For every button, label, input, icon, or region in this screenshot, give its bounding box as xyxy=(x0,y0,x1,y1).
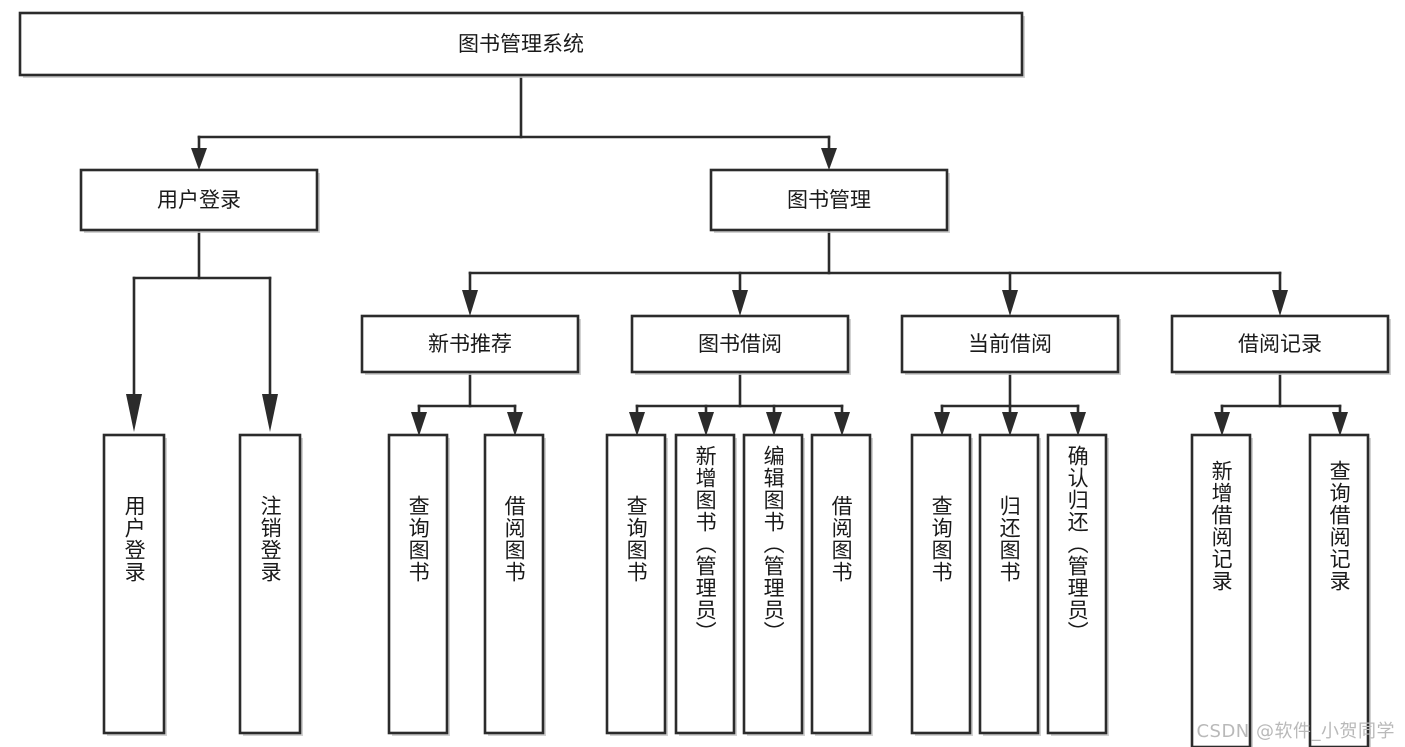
node-current-borrow-label: 当前借阅 xyxy=(968,332,1052,356)
leaf-user-login-2[interactable] xyxy=(238,433,303,736)
leaf-current-borrow-2[interactable] xyxy=(978,433,1041,736)
leaf-current-borrow-2-rect xyxy=(978,433,1040,735)
arrow-leaf-bb-3 xyxy=(766,412,782,436)
arrow-leaf-bb-2 xyxy=(698,412,714,436)
node-user-login-rect xyxy=(79,168,319,232)
arrow-leaf-cb-1 xyxy=(934,412,950,436)
node-borrow-record-rect xyxy=(1170,314,1390,374)
node-root-rect xyxy=(18,11,1024,77)
arrow-leaf-cb-3 xyxy=(1070,412,1086,436)
arrow-leaf-br-2 xyxy=(1332,412,1348,436)
node-root-label: 图书管理系统 xyxy=(458,32,584,56)
leaf-book-borrow-4[interactable] xyxy=(810,433,873,736)
node-new-book-recommend-label: 新书推荐 xyxy=(428,332,512,356)
leaf-current-borrow-3-rect xyxy=(1046,433,1108,735)
leaf-book-borrow-3-rect xyxy=(742,433,804,735)
node-borrow-record-label: 借阅记录 xyxy=(1238,332,1322,356)
node-root[interactable]: 图书管理系统 xyxy=(18,11,1025,78)
arrow-leaf-newbook-2 xyxy=(507,412,523,436)
node-current-borrow-rect xyxy=(900,314,1120,374)
arrow-leaf-user-login-1 xyxy=(126,394,142,432)
arrow-leaf-user-login-2 xyxy=(262,394,278,432)
leaf-new-book-2-rect xyxy=(483,433,545,735)
leaf-current-borrow-3[interactable] xyxy=(1046,433,1109,736)
arrow-leaf-cb-2 xyxy=(1002,412,1018,436)
leaf-book-borrow-4-rect xyxy=(810,433,872,735)
node-book-manage-label: 图书管理 xyxy=(787,188,871,212)
leaf-current-borrow-1-rect xyxy=(910,433,972,735)
leaf-current-borrow-1[interactable] xyxy=(910,433,973,736)
node-book-borrow-rect xyxy=(630,314,850,374)
node-user-login-label: 用户登录 xyxy=(157,188,241,212)
leaf-new-book-1[interactable] xyxy=(387,433,450,736)
leaf-new-book-1-rect xyxy=(387,433,449,735)
arrow-to-new-book xyxy=(462,290,478,316)
csdn-watermark: CSDN @软件_小贺同学 xyxy=(1196,721,1395,742)
arrow-to-current-borrow xyxy=(1002,290,1018,316)
leaf-book-borrow-2[interactable] xyxy=(674,433,737,736)
arrow-leaf-bb-4 xyxy=(834,412,850,436)
leaf-book-borrow-1-rect xyxy=(605,433,667,735)
arrow-leaf-br-1 xyxy=(1214,412,1230,436)
node-new-book-recommend[interactable]: 新书推荐 xyxy=(360,314,581,375)
arrow-to-book-manage xyxy=(821,148,837,170)
node-book-borrow-label: 图书借阅 xyxy=(698,332,782,356)
leaf-book-borrow-1[interactable] xyxy=(605,433,668,736)
leaf-book-borrow-3[interactable] xyxy=(742,433,805,736)
leaf-user-login-1[interactable] xyxy=(102,433,167,736)
leaf-borrow-record-1-rect xyxy=(1190,433,1252,747)
arrow-to-borrow-record xyxy=(1272,290,1288,316)
leaf-book-borrow-2-rect xyxy=(674,433,736,735)
leaf-user-login-1-rect xyxy=(102,433,166,735)
connector-layer xyxy=(126,76,1348,436)
arrow-leaf-newbook-1 xyxy=(411,412,427,436)
node-book-manage[interactable]: 图书管理 xyxy=(709,168,950,233)
node-borrow-record[interactable]: 借阅记录 xyxy=(1170,314,1391,375)
arrow-leaf-bb-1 xyxy=(629,412,645,436)
node-book-borrow[interactable]: 图书借阅 xyxy=(630,314,851,375)
leaf-borrow-record-1[interactable] xyxy=(1190,433,1253,747)
node-book-manage-rect xyxy=(709,168,949,232)
node-new-book-recommend-rect xyxy=(360,314,580,374)
arrow-to-user-login xyxy=(191,148,207,170)
node-user-login[interactable]: 用户登录 xyxy=(79,168,320,233)
node-current-borrow[interactable]: 当前借阅 xyxy=(900,314,1121,375)
leaf-borrow-record-2[interactable] xyxy=(1308,433,1371,747)
leaf-borrow-record-2-rect xyxy=(1308,433,1370,747)
leaf-user-login-2-rect xyxy=(238,433,302,735)
arrow-to-book-borrow xyxy=(732,290,748,316)
leaf-new-book-2[interactable] xyxy=(483,433,546,736)
